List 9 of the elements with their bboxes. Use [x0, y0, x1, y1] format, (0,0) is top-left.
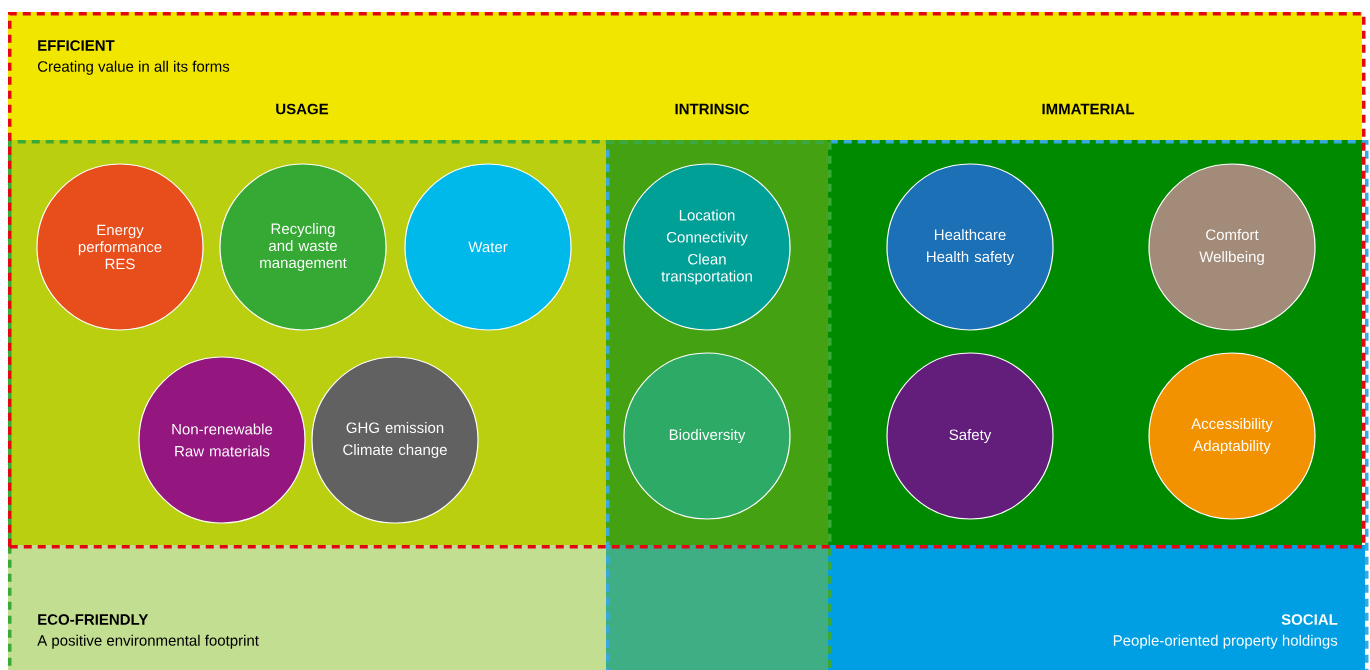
column-heading: IMMATERIAL: [1042, 103, 1135, 115]
region-heading: SOCIAL: [1281, 614, 1338, 625]
region-subtitle: A positive environmental footprint: [37, 634, 259, 649]
region-heading: EFFICIENT: [38, 40, 115, 51]
column-heading: USAGE: [276, 103, 329, 115]
region-heading: ECO-FRIENDLY: [38, 614, 149, 625]
column-heading: INTRINSIC: [675, 103, 750, 115]
region-subtitle: People-oriented property holdings: [1113, 634, 1338, 649]
region-subtitle: Creating value in all its forms: [37, 60, 230, 75]
